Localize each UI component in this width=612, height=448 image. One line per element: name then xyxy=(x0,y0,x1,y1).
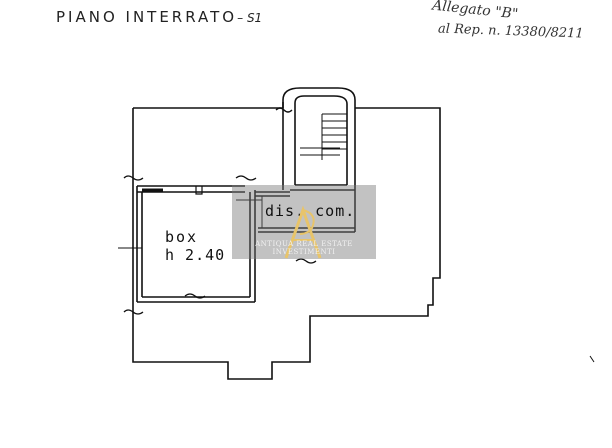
room-height-box: h 2.40 xyxy=(165,246,226,264)
box-wall-top xyxy=(137,185,245,193)
box-wall-left xyxy=(136,186,143,302)
watermark-overlay xyxy=(232,185,376,259)
plan-level: – S1 xyxy=(237,11,263,25)
outer-wall-top-left xyxy=(133,102,284,109)
watermark-text: ANTIQUA REAL ESTATE INVESTIMENTI xyxy=(255,240,353,256)
room-label-box: box xyxy=(165,228,199,246)
stair-outer-wall xyxy=(282,87,356,190)
stair-inner-wall xyxy=(294,95,348,185)
box-wall-bottom xyxy=(137,296,255,303)
plan-title: PIANO INTERRATO– S1 xyxy=(56,8,262,26)
plan-title-text: PIANO INTERRATO xyxy=(56,8,238,26)
room-label-corridor: dis. com. xyxy=(265,202,356,220)
watermark-logo-icon xyxy=(284,205,322,259)
outer-wall-perimeter xyxy=(132,107,441,380)
box-wall-right xyxy=(249,190,256,302)
